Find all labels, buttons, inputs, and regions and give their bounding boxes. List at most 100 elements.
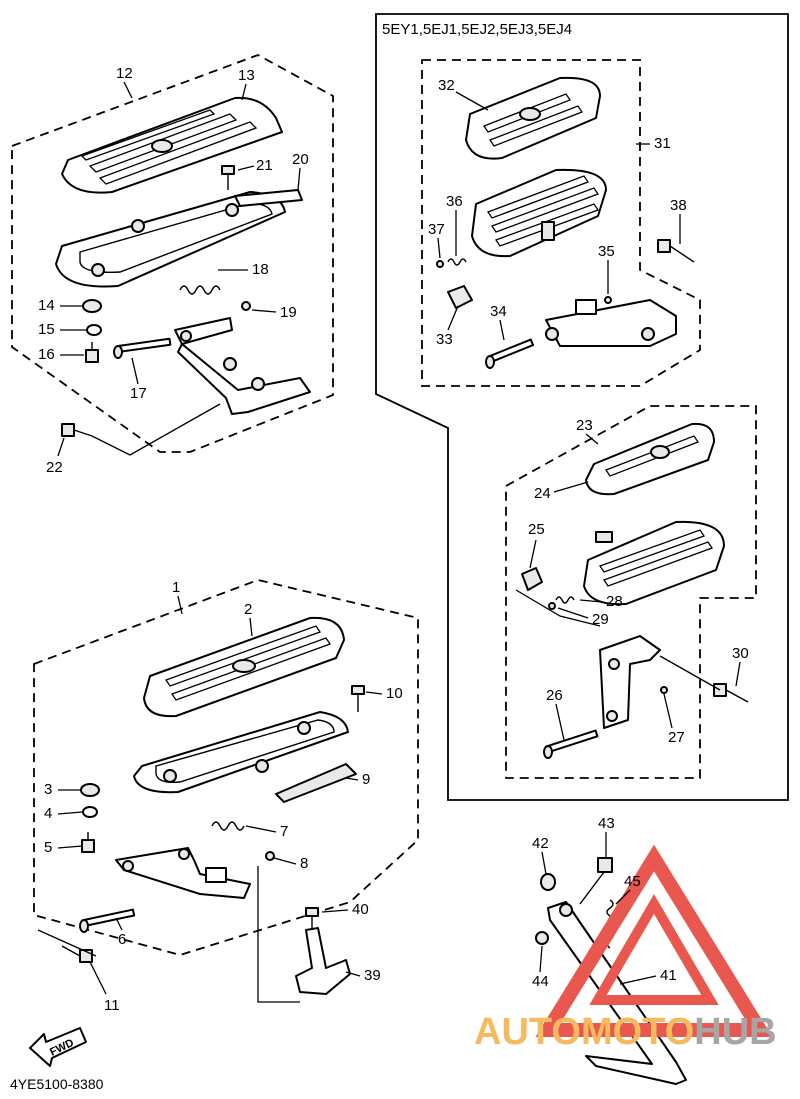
callout-25: 25 [528,521,545,538]
bolt-11 [61,945,93,963]
screw-21 [221,165,235,190]
footboard-31 [471,168,607,258]
callout-28: 28 [606,593,623,610]
footboard-pad-24 [585,422,715,496]
callout-18: 18 [252,261,269,278]
callout-43: 43 [598,815,615,832]
callout-1: 1 [172,579,180,596]
watermark-logo [535,844,773,1037]
callout-13: 13 [238,67,255,84]
watermark-text: AUTOMOTOHUB [474,1011,777,1053]
bolt-38 [657,239,695,263]
variant-header: 5EY1,5EJ1,5EJ2,5EJ3,5EJ4 [382,21,572,38]
spring-18 [179,285,221,295]
callout-2: 2 [244,601,252,618]
footboard-stay-upper [174,317,311,415]
callout-10: 10 [386,685,403,702]
callout-6: 6 [118,931,126,948]
washer-4 [82,806,98,818]
clip-27 [660,686,668,694]
callout-41: 41 [660,967,677,984]
callout-45: 45 [624,873,641,890]
callout-12: 12 [116,65,133,82]
callout-33: 33 [436,331,453,348]
damper-14 [82,299,102,313]
spring-28 [555,596,575,604]
callout-30: 30 [732,645,749,662]
callout-26: 26 [546,687,563,704]
callout-36: 36 [446,193,463,210]
callout-7: 7 [280,823,288,840]
leader-22 [91,403,221,456]
callout-21: 21 [256,157,273,174]
callout-15: 15 [38,321,55,338]
clip-8 [265,851,275,861]
bracket-39 [295,927,351,995]
group-23-outline [505,405,757,779]
forward-arrow: FWD [29,1027,87,1067]
spring-7 [211,821,245,831]
leader-11 [37,929,97,957]
callout-39: 39 [364,967,381,984]
callout-16: 16 [38,346,55,363]
screw-40 [305,907,319,928]
bolt-30 [713,683,749,703]
group-12-outline [11,54,334,453]
callout-23: 23 [576,417,593,434]
plate-25 [521,567,543,591]
collar-42 [540,873,556,891]
watermark-word-b: HUB [694,1011,776,1053]
callout-42: 42 [532,835,549,852]
callout-17: 17 [130,385,147,402]
callout-8: 8 [300,855,308,872]
pin-34 [485,338,535,369]
plate-33 [447,285,473,309]
footboard-cover-13 [61,96,283,194]
callout-11: 11 [104,997,120,1014]
callout-29: 29 [592,611,609,628]
spring-36 [447,258,467,266]
nut-5 [81,832,95,853]
bolt-22 [61,423,93,437]
footboard-pad-32 [465,76,601,160]
clip-35 [604,296,612,304]
callout-22: 22 [46,459,63,476]
bracket-20 [234,189,303,207]
group-1-outline [33,579,419,956]
callout-4: 4 [44,805,52,822]
callout-14: 14 [38,297,55,314]
leader-lower-right [515,589,601,627]
footboard-base-12 [55,191,286,288]
leader-39 [257,866,300,1003]
callout-44: 44 [532,973,549,990]
washer-15 [86,324,102,336]
callout-38: 38 [670,197,687,214]
watermark-word-a: AUTOMOTO [474,1011,694,1053]
callout-27: 27 [668,729,685,746]
footboard-cover-2 [143,616,345,718]
pin-26 [543,729,599,759]
callout-37: 37 [428,221,445,238]
callout-9: 9 [362,771,370,788]
pin-17 [113,337,172,359]
reference-code: 4YE5100-8380 [10,1076,104,1092]
bracket-9 [275,763,357,803]
leader-30 [659,655,721,691]
callout-19: 19 [280,304,297,321]
callout-3: 3 [44,781,52,798]
footboard-base-1 [133,711,349,794]
footboard-23 [583,520,725,606]
footboard-stay-31 [545,299,677,347]
nut-44 [535,931,549,945]
callout-20: 20 [292,151,309,168]
callout-32: 32 [438,77,455,94]
bolt-43 [579,857,613,905]
callouts: 12 13 21 20 18 19 14 15 16 17 22 32 3 1 3… [38,65,749,1014]
clip-29 [548,602,556,610]
bolt-16 [85,342,99,363]
footboard-stay-lower [115,847,251,899]
clip-19 [241,301,251,311]
footboard-stay-23 [599,635,661,729]
pin-6 [79,908,136,933]
